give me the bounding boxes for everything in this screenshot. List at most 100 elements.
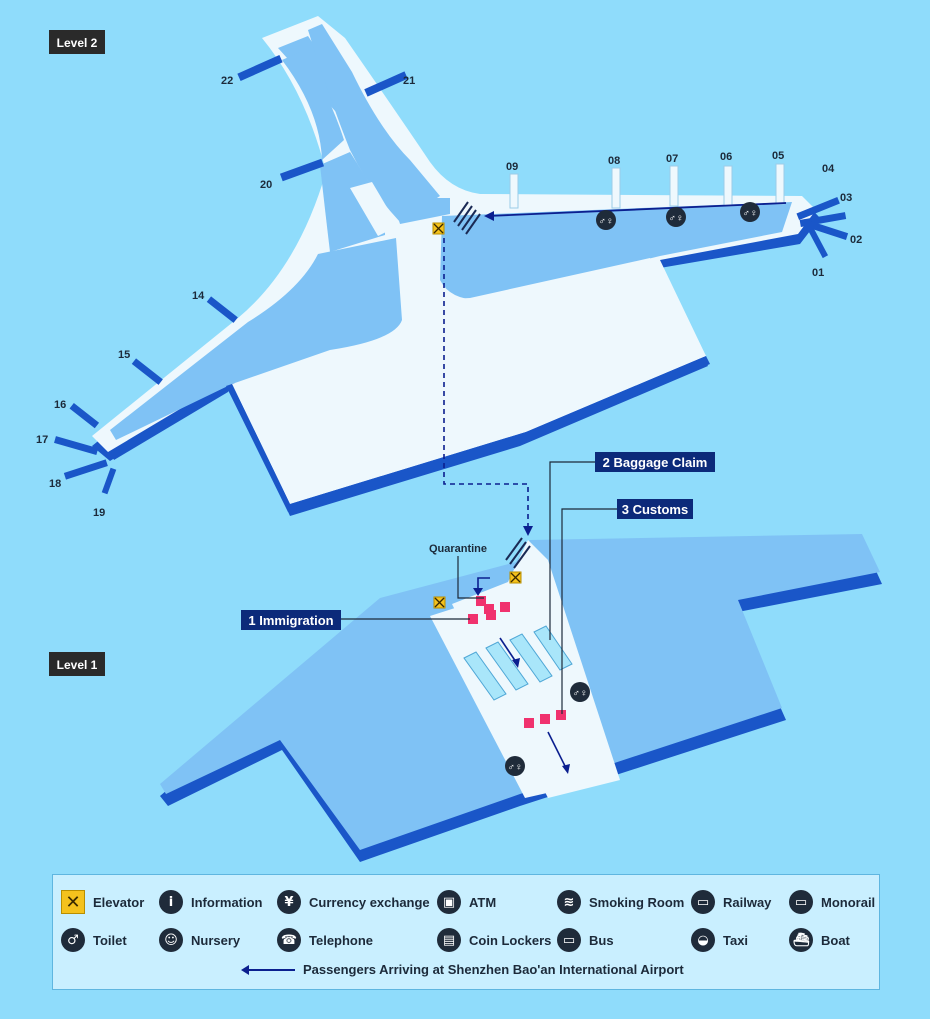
baggage-belts bbox=[463, 625, 573, 701]
map-legend: ✕ Elevator i Information ¥ Currency exch… bbox=[52, 874, 880, 990]
gate-labels: 22 21 20 09 08 07 06 05 04 03 02 01 14 1… bbox=[36, 75, 862, 519]
legend-information: i Information bbox=[159, 889, 263, 915]
gate-09: 09 bbox=[506, 161, 518, 173]
monorail-icon: ▭ bbox=[789, 890, 813, 914]
gate-14: 14 bbox=[192, 290, 205, 302]
legend-nursery: ☺ Nursery bbox=[159, 927, 240, 953]
legend-label: Smoking Room bbox=[589, 894, 685, 910]
legend-label: Taxi bbox=[723, 932, 749, 948]
legend-currency: ¥ Currency exchange bbox=[277, 889, 430, 915]
level-2-gates bbox=[54, 54, 849, 495]
baggage-claim-label: 2 Baggage Claim bbox=[603, 455, 708, 470]
connector-arrowhead bbox=[523, 526, 533, 536]
toilet-icon bbox=[596, 210, 616, 230]
legend-smoking: ≋ Smoking Room bbox=[557, 889, 684, 915]
level-1-route-heads bbox=[473, 588, 570, 774]
legend-boat: ⛴ Boat bbox=[789, 927, 850, 953]
immigration-label: 1 Immigration bbox=[248, 613, 333, 628]
level-2-toilets: ♂♀ ♂♀ ♂♀ bbox=[596, 202, 760, 230]
legend-taxi: ◒ Taxi bbox=[691, 927, 748, 953]
level-1-tag: Level 1 bbox=[49, 652, 105, 676]
legend-label: Nursery bbox=[191, 932, 241, 948]
legend-elevator: ✕ Elevator bbox=[61, 889, 144, 915]
legend-arrival-route: Passengers Arriving at Shenzhen Bao'an I… bbox=[241, 962, 684, 977]
immigration-callout: 1 Immigration bbox=[241, 610, 341, 630]
legend-bus: ▭ Bus bbox=[557, 927, 614, 953]
gate-08: 08 bbox=[608, 155, 620, 167]
toilet-icon bbox=[740, 202, 760, 222]
quarantine-label: Quarantine bbox=[429, 543, 487, 555]
level-2-floor bbox=[92, 16, 820, 516]
gate-21: 21 bbox=[403, 75, 415, 87]
bus-icon: ▭ bbox=[557, 928, 581, 952]
gate-17: 17 bbox=[36, 434, 48, 446]
legend-telephone: ☎ Telephone bbox=[277, 927, 373, 953]
level-2-tag: Level 2 bbox=[49, 30, 105, 54]
taxi-icon: ◒ bbox=[691, 928, 715, 952]
atm-icon: ▣ bbox=[437, 890, 461, 914]
level-2-arrival-route bbox=[484, 202, 787, 221]
coin-lockers-icon: ▤ bbox=[437, 928, 461, 952]
callout-leaders bbox=[340, 461, 618, 714]
route-arrow-icon bbox=[241, 964, 295, 975]
gate-15: 15 bbox=[118, 349, 130, 361]
toilet-icon bbox=[666, 207, 686, 227]
legend-railway: ▭ Railway bbox=[691, 889, 771, 915]
legend-label: Railway bbox=[723, 894, 772, 910]
level-2-elevator-icon bbox=[432, 222, 445, 235]
gate-22: 22 bbox=[221, 75, 233, 87]
legend-label: ATM bbox=[469, 894, 497, 910]
legend-label: Passengers Arriving at Shenzhen Bao'an I… bbox=[303, 962, 684, 977]
information-icon: i bbox=[159, 890, 183, 914]
level-2-contact-stands bbox=[509, 163, 785, 209]
gate-05: 05 bbox=[772, 150, 784, 162]
svg-text:♂♀: ♂♀ bbox=[508, 762, 523, 773]
legend-label: Telephone bbox=[309, 932, 374, 948]
level-1-label: Level 1 bbox=[57, 658, 98, 672]
level-1-elevator-icon bbox=[433, 571, 522, 609]
svg-text:♂♀: ♂♀ bbox=[743, 208, 758, 219]
gate-07: 07 bbox=[666, 153, 678, 165]
level-1-route bbox=[477, 577, 567, 769]
svg-text:♂♀: ♂♀ bbox=[599, 216, 614, 227]
nursery-icon: ☺ bbox=[159, 928, 183, 952]
legend-monorail: ▭ Monorail bbox=[789, 889, 875, 915]
toilet-icon: ♂ bbox=[61, 928, 85, 952]
level-2-escalator bbox=[453, 201, 481, 235]
gate-03: 03 bbox=[840, 192, 852, 204]
svg-text:♂♀: ♂♀ bbox=[669, 213, 684, 224]
level-1-escalator bbox=[505, 537, 531, 569]
legend-label: Currency exchange bbox=[309, 894, 430, 910]
gate-02: 02 bbox=[850, 234, 862, 246]
legend-label: Bus bbox=[589, 932, 614, 948]
gate-19: 19 bbox=[93, 507, 105, 519]
gate-16: 16 bbox=[54, 399, 66, 411]
customs-label: 3 Customs bbox=[622, 502, 688, 517]
level-2-label: Level 2 bbox=[57, 36, 98, 50]
customs-callout: 3 Customs bbox=[617, 499, 693, 519]
legend-lockers: ▤ Coin Lockers bbox=[437, 927, 551, 953]
boat-icon: ⛴ bbox=[789, 928, 813, 952]
gate-04: 04 bbox=[822, 163, 835, 175]
toilet-icon bbox=[570, 682, 590, 702]
telephone-icon: ☎ bbox=[277, 928, 301, 952]
baggage-callout: 2 Baggage Claim bbox=[595, 452, 715, 472]
legend-label: Information bbox=[191, 894, 263, 910]
currency-exchange-icon: ¥ bbox=[277, 890, 301, 914]
gate-06: 06 bbox=[720, 151, 732, 163]
gate-18: 18 bbox=[49, 478, 61, 490]
elevator-icon: ✕ bbox=[61, 890, 85, 914]
legend-atm: ▣ ATM bbox=[437, 889, 496, 915]
gate-20: 20 bbox=[260, 179, 272, 191]
legend-toilet: ♂ Toilet bbox=[61, 927, 127, 953]
immigration-desks bbox=[468, 596, 510, 624]
gate-01: 01 bbox=[812, 267, 824, 279]
legend-label: Monorail bbox=[821, 894, 876, 910]
toilet-icon bbox=[505, 756, 525, 776]
svg-text:♂♀: ♂♀ bbox=[573, 688, 588, 699]
railway-icon: ▭ bbox=[691, 890, 715, 914]
level-1-toilets: ♂♀ ♂♀ bbox=[505, 682, 590, 776]
level-connector-dashed bbox=[443, 238, 529, 528]
legend-label: Boat bbox=[821, 932, 850, 948]
